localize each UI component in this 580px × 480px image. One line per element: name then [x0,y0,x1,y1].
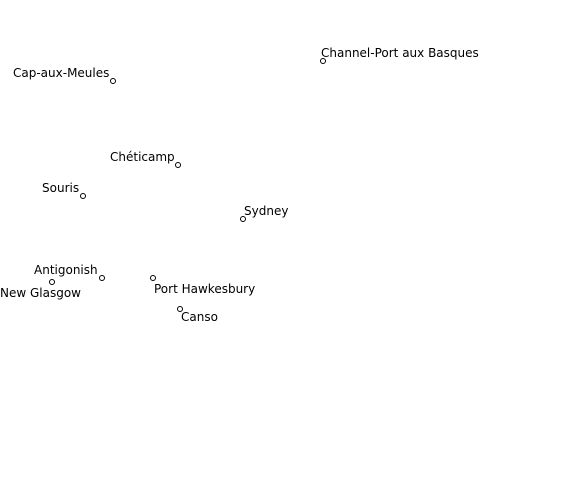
place-label: Sydney [244,204,289,218]
place-label: Cap-aux-Meules [13,66,110,80]
place-label: Channel-Port aux Basques [321,46,479,60]
city-marker-icon [177,306,183,312]
city-marker-icon [240,216,246,222]
place-label: Port Hawkesbury [154,282,256,296]
city-marker-icon [320,58,326,64]
place-label: Souris [42,181,80,195]
place-label: Canso [181,310,218,324]
place-label: New Glasgow [0,286,81,300]
city-marker-icon [110,78,116,84]
city-marker-icon [80,193,86,199]
place-label: Chéticamp [110,150,175,164]
place-label: Antigonish [34,263,98,277]
city-marker-icon [99,275,105,281]
city-marker-icon [175,162,181,168]
city-marker-icon [49,279,55,285]
city-marker-icon [150,275,156,281]
